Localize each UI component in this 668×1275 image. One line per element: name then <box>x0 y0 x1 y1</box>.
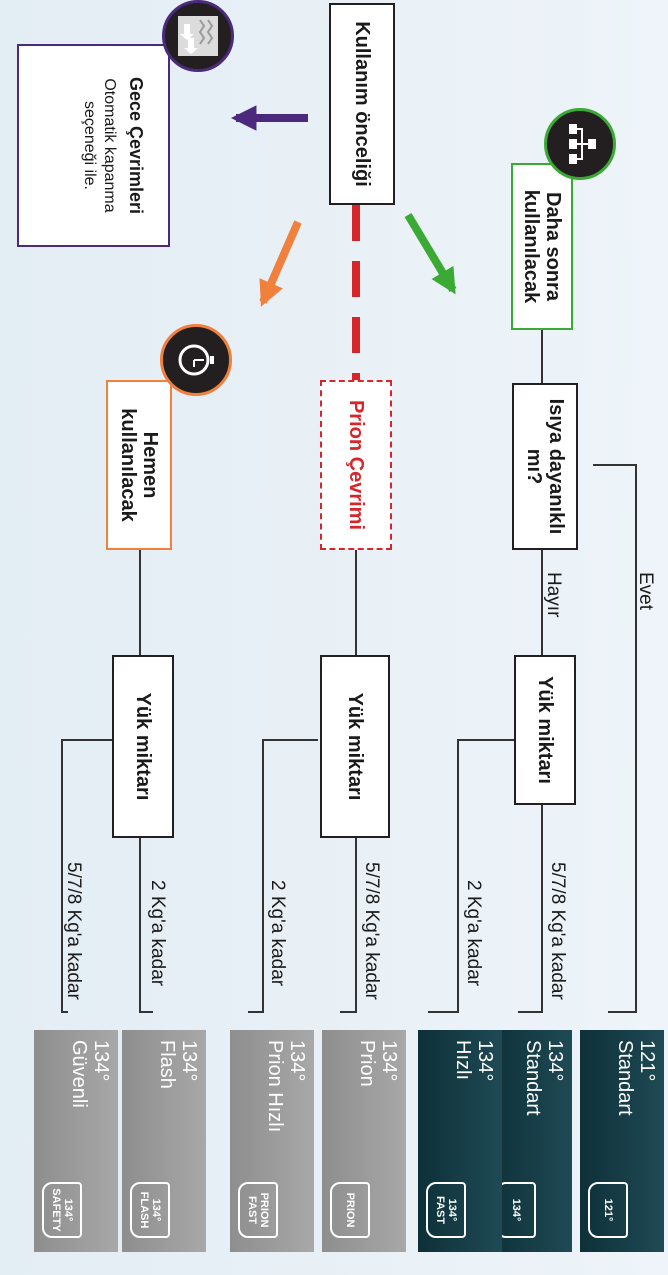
label-large-top: 5/7/8 Kg'a kadar <box>547 862 568 1000</box>
night-cycle-desc: Otomatik kapanma seçeneği ile. <box>81 78 118 213</box>
program-icon: 134° <box>496 1182 536 1238</box>
label-large-bot: 5/7/8 Kg'a kadar <box>63 862 84 1000</box>
label-no: Hayır <box>543 572 564 618</box>
label-small-mid: 2 Kg'a kadar <box>267 880 288 987</box>
program-temp: 134° <box>90 1040 112 1082</box>
program-icon: PRION <box>330 1182 370 1238</box>
label-small-bot: 2 Kg'a kadar <box>147 880 168 987</box>
program-temp: 134° <box>544 1040 566 1082</box>
program-icon: 134°FLASH <box>130 1182 170 1238</box>
program-temp: 134° <box>474 1040 496 1082</box>
label-yes: Evet <box>635 572 656 611</box>
heat-box: Isıya dayanıklı mı? <box>512 383 578 550</box>
later-box: Daha sonra kullanılacak <box>511 163 573 330</box>
program-card: 121° Standart 121° <box>580 1030 664 1252</box>
label-small-top: 2 Kg'a kadar <box>463 880 484 987</box>
night-cycle-title: Gece Çevrimleri <box>126 76 146 215</box>
program-card: 134° Hızlı 134°FAST <box>418 1030 502 1252</box>
label-large-mid: 5/7/8 Kg'a kadar <box>361 862 382 1000</box>
program-temp: 121° <box>636 1040 658 1082</box>
load-box-mid: Yük miktarı <box>320 655 390 838</box>
night-cycle-box: Gece Çevrimleri Otomatik kapanma seçeneğ… <box>17 44 170 247</box>
program-temp: 134° <box>178 1040 200 1082</box>
arrow-green <box>404 212 457 295</box>
program-temp: 134° <box>286 1040 308 1082</box>
load-box-top: Yük miktarı <box>514 655 576 805</box>
immediate-box: Hemen kullanılacak <box>106 380 172 550</box>
program-card: 134° Prion PRION <box>322 1030 406 1252</box>
program-icon: 134°FAST <box>426 1182 466 1238</box>
arrow-orange <box>259 220 302 307</box>
program-card: 134° Flash 134°FLASH <box>122 1030 206 1252</box>
conveyor-icon <box>162 0 234 72</box>
program-icon: 134°SAFETY <box>42 1182 82 1238</box>
load-box-bot: Yük miktarı <box>112 655 174 838</box>
network-icon <box>544 108 616 180</box>
stopwatch-icon <box>160 324 232 396</box>
program-icon: 121° <box>588 1182 628 1238</box>
program-temp: 134° <box>378 1040 400 1082</box>
priority-box: Kullanım önceliği <box>329 3 395 205</box>
program-card: 134° Güvenli 134°SAFETY <box>34 1030 118 1252</box>
prion-box: Prion Çevrimi <box>320 380 392 550</box>
